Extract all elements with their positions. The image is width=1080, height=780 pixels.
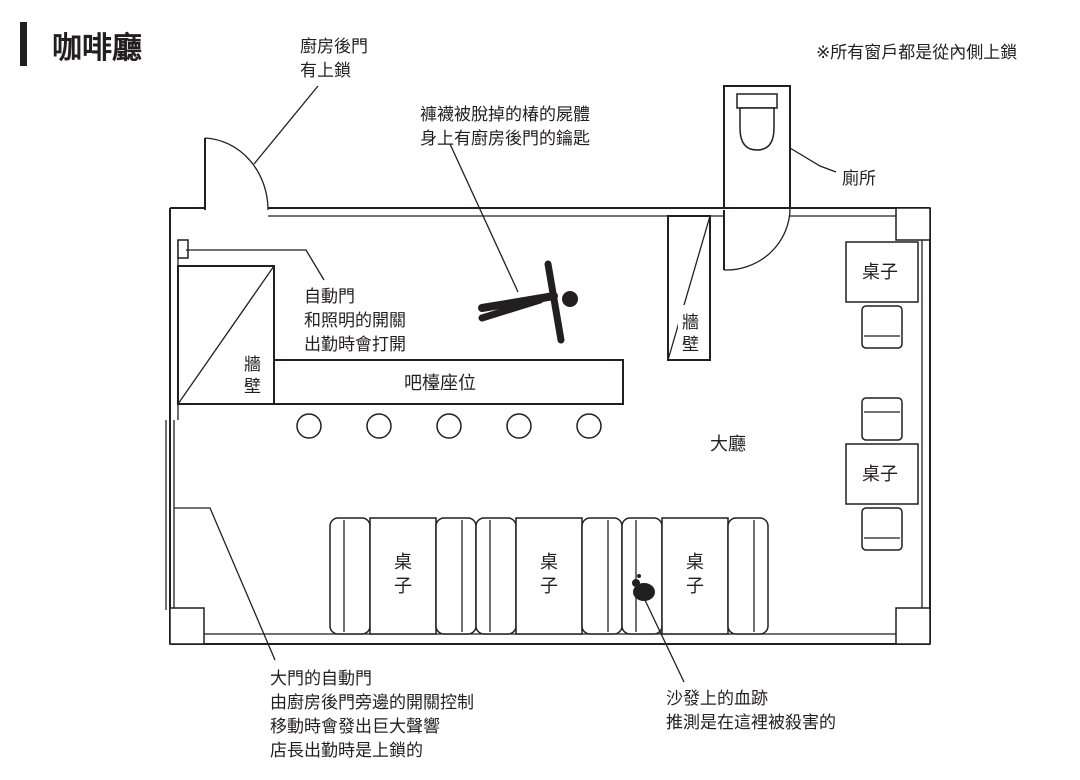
auto-door-light-label: 出勤時會打開 [304,335,406,355]
title-bar-mark [20,22,27,66]
front-door-label: 大門的自動門 [270,669,372,689]
kitchen-door-label: 廚房後門 [300,36,368,57]
right-partition-wall [667,215,711,361]
bar-stools [296,413,602,439]
bar-stool [576,413,602,439]
chair [861,397,903,441]
kitchen-back-door [204,137,269,211]
booth-table-label: 桌 [394,552,412,573]
front-door-label: 由廚房後門旁邊的開關控制 [270,692,474,713]
blood-label: 沙發上的血跡 [666,689,768,709]
toilet-label: 廁所 [842,168,876,189]
auto-door-light-label: 和照明的開關 [304,311,406,331]
page-title: 咖啡廳 [52,31,142,66]
table-label: 桌子 [862,464,898,485]
blood-label: 推測是在這裡被殺害的 [666,713,836,733]
bar-seats-label: 吧檯座位 [404,373,476,394]
booth-table-label: 子 [394,576,412,597]
body-label: 褲襪被脫掉的椿的屍體 [420,105,590,125]
booth-row [329,517,769,635]
chair [861,305,903,349]
booth-table-label: 桌 [686,552,704,573]
booth-table-label: 子 [540,576,558,597]
bar-stool [506,413,532,439]
wall-label-right-1: 牆 [682,313,699,333]
wall-label-left-2: 壁 [244,377,261,397]
front-door-label: 移動時會發出巨大聲響 [270,717,440,737]
wall-label-right-2: 壁 [682,335,699,355]
toilet-room [723,85,791,271]
bar-stool [296,413,322,439]
front-door-label: 店長出勤時是上鎖的 [270,741,423,761]
table-label: 桌子 [862,262,898,283]
kitchen-door-label: 有上鎖 [300,61,351,81]
wall-label-left-1: 牆 [244,355,261,375]
bar-stool [436,413,462,439]
outer-walls [165,207,931,645]
right-table-bottom [845,443,919,505]
hall-label: 大廳 [710,434,746,455]
windows-note: ※所有窗戶都是從內側上鎖 [816,43,1017,63]
booth-table-label: 子 [686,576,704,597]
left-partition-wall [177,265,275,405]
body-silhouette-icon [478,260,578,344]
blood-stain-icon [632,574,655,601]
callout-lines [174,85,837,683]
chair [861,507,903,551]
bar-stool [366,413,392,439]
booth-table-label: 桌 [540,552,558,573]
auto-door-light-label: 自動門 [304,287,355,307]
bar-counter [273,359,624,405]
body-label: 身上有廚房後門的鑰匙 [420,128,590,149]
right-table-top [845,241,919,303]
